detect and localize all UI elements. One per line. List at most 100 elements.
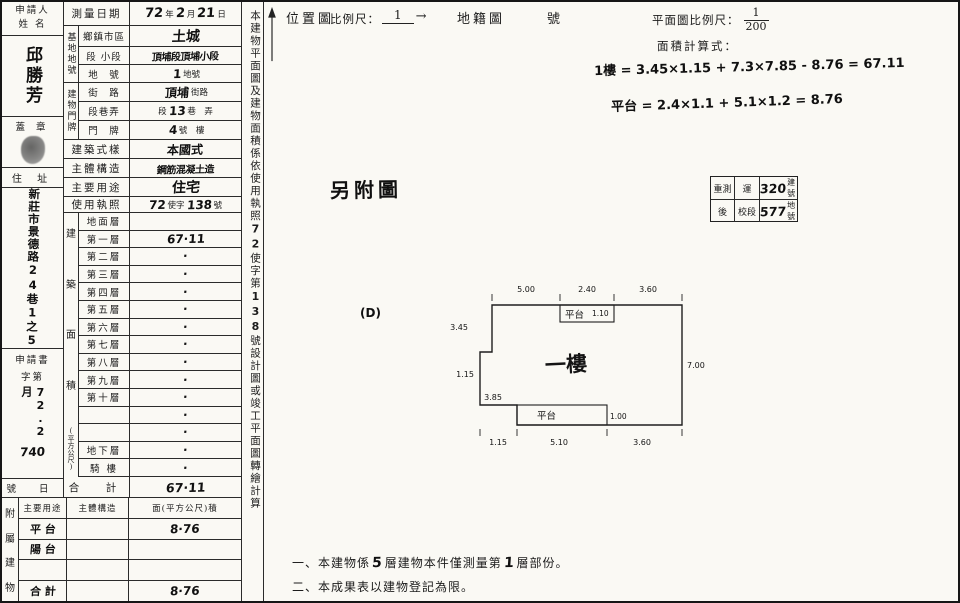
row-total: 合 計 67·11 — [64, 477, 241, 497]
floor-label: 一樓 — [544, 352, 587, 378]
township-value: 土城 — [170, 28, 201, 46]
top-platform-label: 平台 — [565, 309, 584, 321]
floor-row: 第四層· — [79, 283, 241, 301]
note1-text: 層部份。 — [516, 556, 569, 570]
annex-usage: 平 台 — [29, 522, 56, 536]
floor-row: 第七層· — [79, 336, 241, 354]
structure-value: 鋼筋混凝土造 — [156, 164, 215, 176]
row-style: 建築式樣 本國式 — [64, 140, 241, 159]
license-mid: 使字 — [167, 200, 185, 211]
plan-scale-denominator: 200 — [745, 19, 767, 33]
value-suffix: 地號 — [183, 69, 201, 80]
dim-top-3: 3.60 — [639, 285, 657, 294]
scale-fraction: 1 → — [382, 8, 427, 24]
total-value: 67·11 — [165, 479, 206, 495]
date-month: 2 — [175, 5, 186, 22]
street-value: 頂埔 — [164, 85, 190, 100]
strip-text-pre: 本建物平面圖及建物面積係依使用執照 — [249, 10, 261, 223]
dim-bottom-1: 1.15 — [489, 438, 507, 447]
floor-row: 地下層· — [79, 441, 241, 460]
total-label: 合 計 — [64, 477, 130, 497]
building-no-label: 建號 — [787, 178, 796, 198]
license-number1: 72 — [148, 197, 167, 212]
dim-left-lower: 3.85 — [484, 393, 502, 402]
township-label: 鄉鎮市區 — [79, 26, 130, 46]
address-handwritten: 新莊市景德路24巷1之5 — [24, 187, 41, 348]
left-panel: 申請人 姓 名 邱勝芳 蓋 章 住 址 新莊市景德路24巷1之5 申請書 字第 … — [2, 2, 64, 497]
annex-section-label: 附 屬 建 物 — [2, 498, 19, 601]
dim-bottom-3: 3.60 — [633, 438, 651, 447]
area-unit-label: (平方公尺) — [67, 427, 75, 471]
floor-row: 第六層· — [79, 318, 241, 337]
remeasure-section-2: 校段 — [735, 200, 760, 222]
value-suffix: 街路 — [191, 88, 209, 98]
license-label: 使用執照 — [64, 197, 130, 212]
application-no2-handwritten: 740 — [19, 444, 46, 459]
usage-value: 住宅 — [170, 179, 201, 197]
value-suffix: 巷 弄 — [187, 107, 213, 117]
application-no-handwritten: 72.2月 — [20, 385, 47, 438]
annex-row-total: 合 計 8·76 — [19, 581, 241, 601]
floor-row: 第八層· — [79, 353, 241, 372]
haori-label: 號 日 — [6, 484, 59, 496]
survey-date-label: 測量日期 — [64, 2, 130, 25]
annex-area: 8·76 — [169, 583, 201, 599]
annex-row-blank — [19, 560, 241, 582]
usage-label: 主要用途 — [64, 178, 130, 196]
lane-label: 段巷弄 — [79, 102, 130, 120]
dim-left-mid: 1.15 — [456, 370, 474, 379]
structure-label: 主體構造 — [64, 159, 130, 177]
lot-value: 1 — [172, 66, 182, 81]
license-number2: 138 — [186, 197, 213, 212]
annex-header-area: 面(平方公尺)積 — [152, 503, 218, 514]
area-char: 築 — [66, 279, 76, 291]
application-number-cell: 申請書 字第 72.2月 740 — [2, 349, 63, 480]
note1-text: 一、本建物係 — [292, 556, 371, 570]
annex-char: 附 — [5, 508, 15, 520]
cadastral-map-label: 地籍圖 — [457, 12, 506, 27]
remeasure-building-no: 320 建號 — [759, 177, 797, 200]
site-group-label: 基地地號 — [64, 26, 79, 82]
strip-handwritten-2: 138 — [249, 290, 262, 335]
certification-strip: 本建物平面圖及建物面積係依使用執照72使字第138號設計圖或竣工平面圖轉繪計算 — [242, 2, 264, 601]
zidi-label: 字第 — [20, 371, 44, 383]
note1-floors-handwritten: 5 — [371, 554, 384, 572]
application-label: 申請書 — [15, 354, 50, 366]
seal-cell: 蓋 章 — [2, 117, 63, 169]
bottom-platform — [516, 404, 608, 426]
section-label: 段 小段 — [79, 47, 130, 64]
floor-row: 第二層· — [79, 248, 241, 266]
floor-row: · — [79, 406, 241, 425]
number-suffix-label: 號 — [547, 12, 561, 27]
row-township: 鄉鎮市區 土城 — [79, 26, 241, 47]
note-2: 二、本成果表以建物登記為限。 — [292, 580, 475, 594]
floor-row: 第九層· — [79, 371, 241, 389]
plan-d-label: (D) — [360, 306, 381, 320]
floor-row: 第十層· — [79, 388, 241, 407]
row-structure: 主體構造 鋼筋混凝土造 — [64, 159, 241, 178]
remeasure-label-2: 後 — [711, 200, 735, 222]
seal-label: 蓋 章 — [15, 121, 50, 133]
location-map-label: 位置圖 — [286, 12, 335, 27]
area-group-label: 建 築 面 積 (平方公尺) — [64, 213, 79, 477]
floor-plan-drawing: 5.00 2.40 3.60 3.45 1.15 3.85 7.00 1.15 … — [450, 285, 705, 447]
applicant-name-cell: 邱勝芳 — [2, 36, 63, 117]
row-street: 街 路 頂埔街路 — [79, 83, 241, 102]
style-value: 本國式 — [166, 142, 204, 157]
annex-table: 主要用途 主體構造 面(平方公尺)積 平 台 8·76 陽 台 合 計 — [19, 498, 241, 601]
annex-building-section: 附 屬 建 物 主要用途 主體構造 面(平方公尺)積 平 台 8·76 陽 台 — [2, 497, 242, 601]
applicant-label: 申請人 姓 名 — [2, 2, 63, 36]
applicant-name-handwritten: 邱勝芳 — [22, 45, 42, 106]
annex-header-usage: 主要用途 — [19, 498, 67, 518]
area-char: 面 — [66, 330, 76, 341]
floor-row: 第五層· — [79, 300, 241, 319]
